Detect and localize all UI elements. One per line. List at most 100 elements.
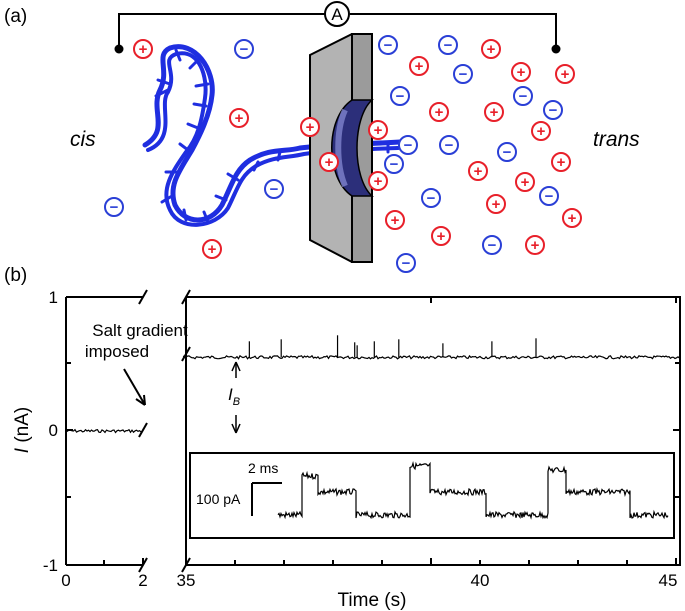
inset-panel: 2 ms 100 pA xyxy=(189,452,675,539)
dna-backbone-1 xyxy=(142,44,403,223)
cation-icon: + xyxy=(368,120,388,140)
svg-text:+: + xyxy=(415,58,424,75)
cation-icon: + xyxy=(515,172,535,192)
svg-text:+: + xyxy=(492,196,501,213)
svg-text:−: − xyxy=(384,37,393,54)
cation-icon: + xyxy=(133,39,153,59)
cation-icon: + xyxy=(555,64,575,84)
svg-text:−: − xyxy=(404,137,413,154)
svg-text:+: + xyxy=(391,212,400,229)
anion-icon: − xyxy=(378,35,398,55)
anion-icon: − xyxy=(234,39,254,59)
trans-label: trans xyxy=(593,128,640,151)
anion-icon: − xyxy=(421,188,441,208)
anion-icon: − xyxy=(384,154,404,174)
cation-icon: + xyxy=(511,62,531,82)
cation-icon: + xyxy=(468,161,488,181)
anion-icon: − xyxy=(482,235,502,255)
cation-icon: + xyxy=(368,171,388,191)
cation-icon: + xyxy=(484,102,504,122)
x-tick-label: 40 xyxy=(471,571,490,590)
svg-text:+: + xyxy=(490,104,499,121)
svg-text:−: − xyxy=(390,156,399,173)
svg-text:−: − xyxy=(445,137,454,154)
anion-icon: − xyxy=(390,86,410,106)
cation-icon: + xyxy=(409,56,429,76)
x-tick-label: 0 xyxy=(61,571,70,590)
ammeter-circuit: A xyxy=(114,1,561,54)
svg-text:−: − xyxy=(503,144,512,161)
x-axis-ticks xyxy=(65,297,677,565)
y-tick-label: 0 xyxy=(49,421,58,440)
cation-icon: + xyxy=(481,39,501,59)
cation-icon: + xyxy=(562,208,582,228)
svg-text:+: + xyxy=(325,154,334,171)
inset-scale-x-label: 2 ms xyxy=(248,460,278,476)
x-tick-label: 35 xyxy=(177,571,196,590)
membrane xyxy=(309,33,374,263)
svg-text:−: − xyxy=(545,188,554,205)
svg-text:+: + xyxy=(561,66,570,83)
svg-text:−: − xyxy=(240,41,249,58)
ammeter-icon xyxy=(324,1,350,27)
anion-icon: − xyxy=(539,186,559,206)
cation-icon: + xyxy=(431,226,451,246)
svg-text:+: + xyxy=(557,154,566,171)
y-axis-label: I (nA) xyxy=(12,407,33,453)
cation-icon: + xyxy=(486,194,506,214)
svg-text:+: + xyxy=(208,241,217,258)
svg-text:−: − xyxy=(110,199,119,216)
svg-text:+: + xyxy=(487,41,496,58)
svg-text:+: + xyxy=(537,123,546,140)
svg-text:+: + xyxy=(521,174,530,191)
gradient-annotation: Salt gradient xyxy=(92,321,188,340)
cis-label: cis xyxy=(70,128,96,151)
svg-text:+: + xyxy=(139,41,148,58)
anion-icon: − xyxy=(396,253,416,273)
trace-after-gradient xyxy=(182,354,680,360)
x-axis-label: Time (s) xyxy=(338,590,407,611)
anion-icon: − xyxy=(264,179,284,199)
svg-text:−: − xyxy=(402,255,411,272)
translocation-events xyxy=(248,335,537,358)
x-tick-label: 2 xyxy=(138,571,147,590)
dna-backbone-2 xyxy=(146,51,400,227)
svg-text:−: − xyxy=(396,88,405,105)
inset-trace xyxy=(277,460,669,520)
anion-icon: − xyxy=(398,135,418,155)
svg-text:−: − xyxy=(549,102,558,119)
panel-a-label: (a) xyxy=(4,6,27,27)
anion-icon: − xyxy=(497,142,517,162)
trans-electrode xyxy=(551,44,561,54)
svg-text:+: + xyxy=(517,64,526,81)
svg-text:−: − xyxy=(488,237,497,254)
svg-text:+: + xyxy=(374,122,383,139)
svg-text:−: − xyxy=(519,88,528,105)
trace-before-gradient xyxy=(65,428,143,434)
svg-text:+: + xyxy=(235,110,244,127)
dna-strand xyxy=(142,44,403,227)
svg-text:+: + xyxy=(474,163,483,180)
y-tick-label: 1 xyxy=(49,288,58,307)
cation-icon: + xyxy=(525,235,545,255)
svg-text:+: + xyxy=(306,119,315,136)
svg-text:−: − xyxy=(427,190,436,207)
annotation-arrow xyxy=(123,368,146,406)
svg-text:−: − xyxy=(270,181,279,198)
cation-icon: + xyxy=(429,102,449,122)
svg-text:+: + xyxy=(437,228,446,245)
cis-electrode xyxy=(114,44,124,54)
baseline-arrow xyxy=(231,361,241,434)
cation-icon: + xyxy=(385,210,405,230)
x-tick-label: 45 xyxy=(659,571,678,590)
ammeter-label: A xyxy=(331,5,343,24)
cation-icon: + xyxy=(319,152,339,172)
svg-text:−: − xyxy=(444,37,453,54)
cation-icon: + xyxy=(531,121,551,141)
cation-icon: + xyxy=(202,239,222,259)
anion-icon: − xyxy=(543,100,563,120)
baseline-current-label: IB xyxy=(228,385,240,408)
svg-text:+: + xyxy=(531,237,540,254)
svg-text:+: + xyxy=(374,173,383,190)
